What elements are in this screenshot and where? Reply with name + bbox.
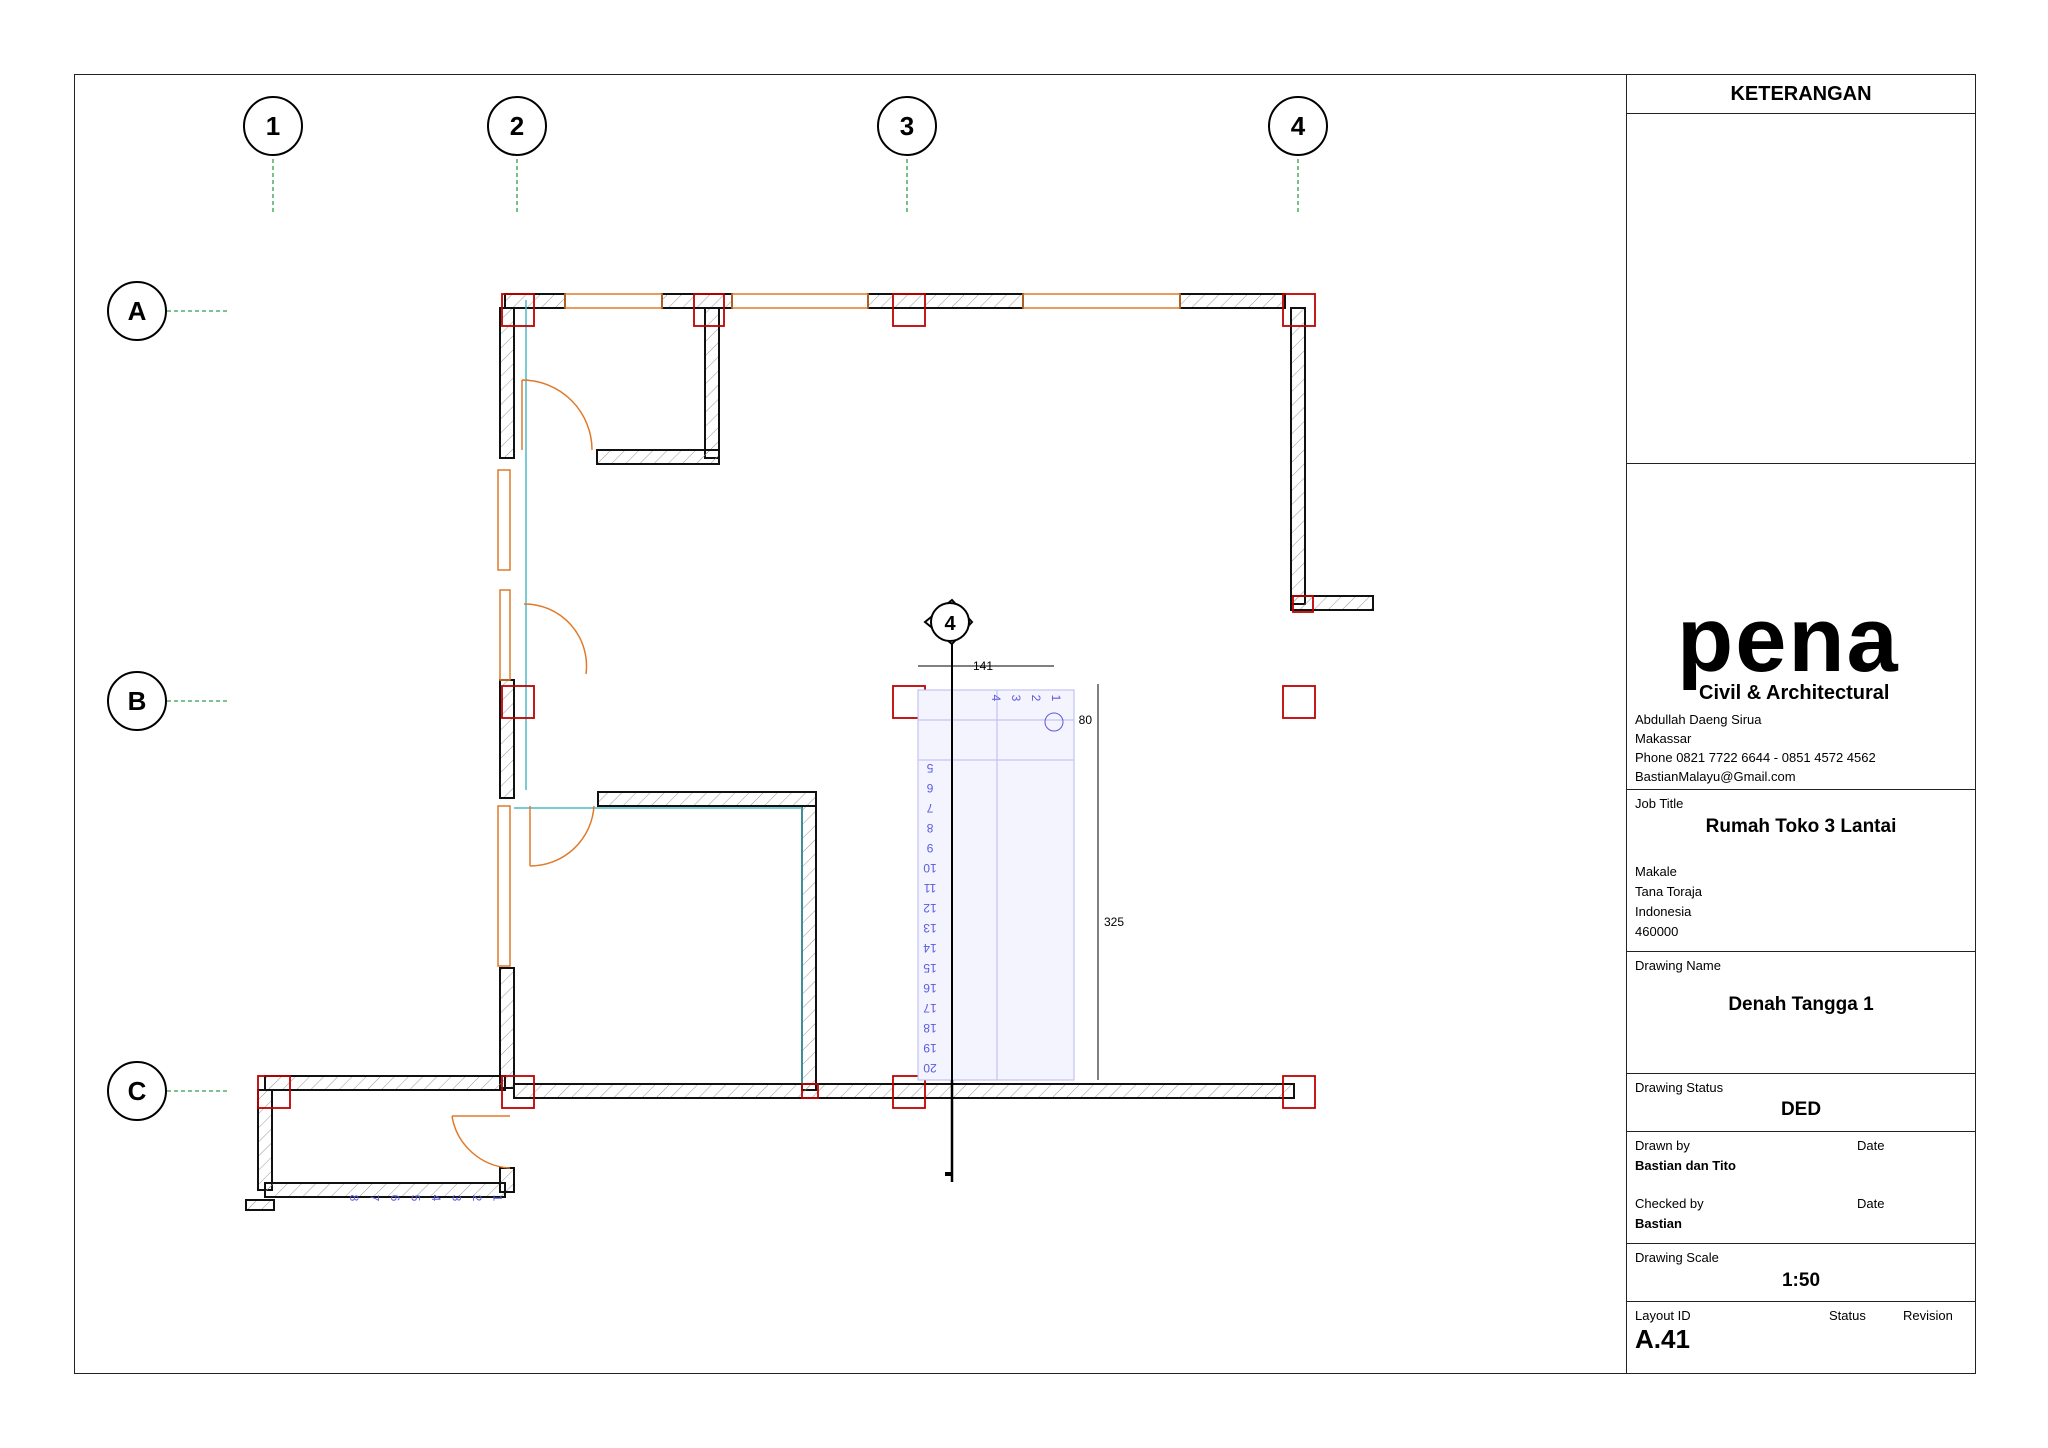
upper-step-0: 4: [989, 695, 1003, 702]
lower-step-0: 8: [347, 1195, 361, 1202]
lower-step-6: 2: [470, 1195, 484, 1202]
logo-tagline: Civil & Architectural: [1699, 682, 1890, 704]
grid-bubble-1: 1: [243, 96, 303, 215]
grid-bubble-a: A: [107, 281, 227, 341]
grid-bubble-4: 4: [1268, 96, 1328, 215]
sheet-border: [74, 74, 1976, 1374]
dim-main-run: 325: [1104, 915, 1124, 929]
main-step-3: 8: [926, 821, 933, 835]
job-title-label: Job Title: [1635, 796, 1684, 811]
drawn-by-label: Drawn by: [1635, 1138, 1690, 1153]
section-marker-label: 4: [944, 613, 956, 635]
main-step-7: 12: [923, 901, 937, 915]
checked-by: Bastian: [1635, 1216, 1682, 1231]
grid-label-1: 1: [266, 111, 280, 141]
location-line: Makale: [1635, 864, 1677, 879]
main-step-9: 14: [923, 941, 937, 955]
left-windows: [497, 469, 511, 967]
drawing-status: DED: [1780, 1099, 1822, 1120]
drawing-name: Denah Tangga 1: [1728, 994, 1874, 1015]
main-step-10: 15: [923, 961, 937, 975]
company-logo: pena: [1677, 589, 1900, 691]
dimensions: 141 80 325: [918, 659, 1124, 1080]
drawing-status-section: Drawing Status DED: [1627, 1074, 1975, 1132]
lower-step-2: 6: [388, 1195, 402, 1202]
stair-steps-main: 5 6 7 8 9 10 11 12 13 14 15 16 17 18 19 20: [923, 761, 937, 1075]
drawing-scale: 1:50: [1781, 1270, 1821, 1291]
doors: [451, 379, 595, 1169]
walls: [245, 293, 1374, 1211]
main-step-1: 6: [926, 781, 933, 795]
layout-id-label: Layout ID: [1635, 1308, 1691, 1323]
grid-bubble-2: 2: [487, 96, 547, 215]
lower-step-1: 7: [368, 1195, 382, 1202]
window-line-room: [514, 807, 803, 1086]
layout-id: A.41: [1635, 1324, 1690, 1354]
title-block: KETERANGAN pena Civil & Architectural Ab…: [1626, 74, 1976, 1374]
main-step-14: 19: [923, 1041, 937, 1055]
dim-top: 141: [973, 659, 993, 673]
location-line: Tana Toraja: [1635, 884, 1702, 899]
job-section: Job Title Rumah Toko 3 Lantai Makale Tan…: [1627, 790, 1975, 952]
grid-bubble-c: C: [107, 1061, 227, 1121]
drawn-by: Bastian dan Tito: [1635, 1158, 1736, 1173]
checked-date-label: Date: [1857, 1196, 1885, 1211]
main-step-13: 18: [923, 1021, 937, 1035]
lower-step-7: 1: [491, 1195, 505, 1202]
stair: [917, 640, 1075, 1182]
revision-label: Revision: [1903, 1308, 1953, 1323]
upper-step-3: 1: [1049, 695, 1063, 702]
keterangan-heading: KETERANGAN: [1730, 83, 1872, 105]
company-line: Makassar: [1635, 731, 1692, 746]
main-step-5: 10: [923, 861, 937, 875]
main-step-12: 17: [923, 1001, 937, 1015]
upper-step-1: 3: [1009, 695, 1023, 702]
upper-step-2: 2: [1029, 695, 1043, 702]
drawing-scale-section: Drawing Scale 1:50: [1627, 1244, 1975, 1302]
grid-label-3: 3: [900, 111, 914, 141]
grid-label-2: 2: [510, 111, 524, 141]
grid-row-markers: A B C: [107, 281, 227, 1121]
dim-first-flight: 80: [1079, 713, 1093, 727]
layout-section: Layout ID Status Revision A.41: [1627, 1302, 1975, 1372]
drawing-scale-label: Drawing Scale: [1635, 1250, 1719, 1265]
grid-bubble-b: B: [107, 671, 227, 731]
grid-label-c: C: [128, 1076, 147, 1106]
drawn-date-label: Date: [1857, 1138, 1885, 1153]
main-step-2: 7: [926, 801, 933, 815]
status-label: Status: [1829, 1308, 1866, 1323]
main-step-11: 16: [923, 981, 937, 995]
checked-by-label: Checked by: [1635, 1196, 1704, 1211]
company-line: BastianMalayu@Gmail.com: [1635, 769, 1796, 784]
title-block-header: KETERANGAN: [1627, 74, 1975, 114]
company-line: Phone 0821 7722 6644 - 0851 4572 4562: [1635, 750, 1876, 765]
drawn-checked-section: Drawn by Date Bastian dan Tito Checked b…: [1627, 1132, 1975, 1244]
job-title: Rumah Toko 3 Lantai: [1705, 816, 1897, 837]
main-step-6: 11: [923, 881, 936, 895]
grid-label-b: B: [128, 686, 147, 716]
location-line: Indonesia: [1635, 904, 1692, 919]
main-step-4: 9: [926, 841, 933, 855]
section-marker: 4: [923, 598, 974, 646]
drawing-name-section: Drawing Name Denah Tangga 1: [1627, 952, 1975, 1074]
lower-step-4: 4: [429, 1195, 443, 1202]
main-step-8: 13: [923, 921, 937, 935]
notes-area: [1627, 114, 1975, 464]
grid-column-markers: 1 2 3 4: [243, 96, 1328, 215]
company-section: pena Civil & Architectural Abdullah Daen…: [1627, 464, 1975, 790]
location-line: 460000: [1635, 924, 1679, 939]
lower-step-5: 3: [450, 1195, 464, 1202]
main-step-0: 5: [926, 761, 933, 775]
drawing-status-label: Drawing Status: [1635, 1080, 1724, 1095]
main-step-15: 20: [923, 1061, 937, 1075]
company-line: Abdullah Daeng Sirua: [1635, 712, 1762, 727]
drawing-name-label: Drawing Name: [1635, 958, 1721, 973]
grid-label-4: 4: [1291, 111, 1306, 141]
lower-step-3: 5: [409, 1195, 423, 1202]
grid-label-a: A: [128, 296, 147, 326]
grid-bubble-3: 3: [877, 96, 937, 215]
